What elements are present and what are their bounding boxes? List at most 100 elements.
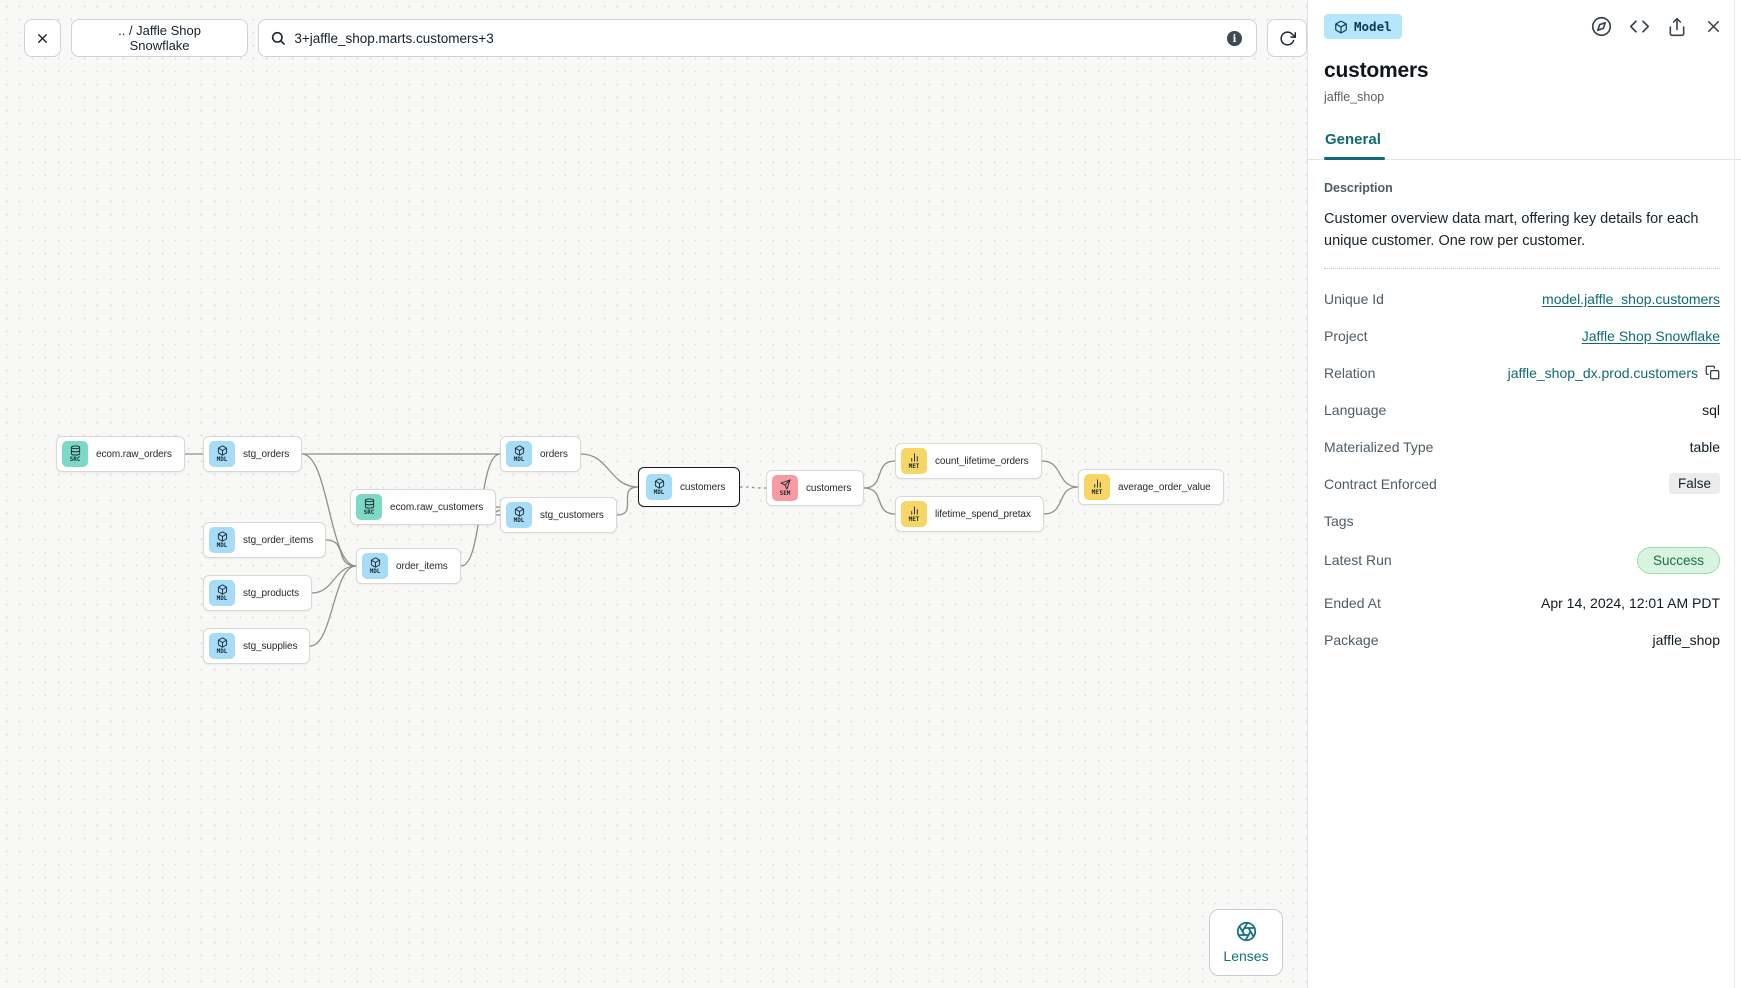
field-value-ended-at: Apr 14, 2024, 12:01 AM PDT: [1541, 594, 1720, 611]
src-chip: SRC: [62, 441, 88, 467]
dag-node-ecom_raw_customers[interactable]: SRC ecom.raw_customers: [350, 489, 497, 525]
dag-node-stg_products[interactable]: MDL stg_products: [203, 575, 313, 611]
lenses-button[interactable]: Lenses: [1209, 909, 1283, 976]
panel-header: Model: [1308, 0, 1741, 39]
field-label: Package: [1324, 631, 1379, 648]
node-label: customers: [680, 481, 726, 493]
field-label: Contract Enforced: [1324, 475, 1437, 492]
panel-tabs: General: [1308, 131, 1741, 160]
chip-kind-label: SRC: [363, 509, 375, 516]
share-button[interactable]: [1667, 17, 1687, 37]
field-label: Latest Run: [1324, 552, 1392, 568]
model-cube-icon: [1335, 20, 1347, 33]
metric-chart-icon: [910, 453, 918, 462]
copy-button[interactable]: [1705, 365, 1720, 380]
field-row-relation: Relation jaffle_shop_dx.prod.customers: [1324, 362, 1720, 384]
mdl-chip: MDL: [646, 474, 672, 500]
node-label: stg_products: [243, 587, 300, 599]
chip-kind-label: MDL: [653, 489, 665, 496]
field-value-contract-enforced: False: [1668, 473, 1720, 494]
field-value-unique-id[interactable]: model.jaffle_shop.customers: [1542, 290, 1720, 307]
model-cube-icon: [514, 506, 524, 517]
dag-node-average_order_value[interactable]: MET average_order_value: [1078, 469, 1224, 505]
field-value-relation[interactable]: jaffle_shop_dx.prod.customers: [1507, 364, 1698, 381]
close-lineage-button[interactable]: [24, 19, 61, 57]
node-label: orders: [540, 448, 568, 460]
met-chip: MET: [901, 448, 927, 474]
lineage-selector-input[interactable]: [294, 30, 1218, 46]
field-label: Materialized Type: [1324, 438, 1434, 455]
chip-kind-label: MDL: [216, 595, 228, 602]
field-value-project[interactable]: Jaffle Shop Snowflake: [1581, 327, 1720, 344]
model-cube-icon: [514, 445, 524, 456]
code-icon: [1629, 20, 1650, 33]
info-icon[interactable]: i: [1225, 29, 1244, 48]
field-row-package: Package jaffle_shop: [1324, 629, 1720, 651]
explore-button[interactable]: [1591, 16, 1612, 37]
dag-node-orders[interactable]: MDL orders: [500, 436, 581, 472]
node-label: customers: [806, 482, 852, 494]
copy-icon: [1705, 365, 1720, 380]
model-details-panel: Model customers jaffle_shop General: [1307, 0, 1741, 988]
dag-node-customers[interactable]: MDL customers: [638, 467, 741, 507]
model-cube-icon: [217, 637, 227, 648]
dag-node-stg_orders[interactable]: MDL stg_orders: [203, 436, 303, 472]
node-label: average_order_value: [1118, 481, 1211, 493]
mdl-chip: MDL: [506, 441, 532, 467]
database-icon: [70, 445, 80, 456]
node-label: stg_orders: [243, 448, 290, 460]
chip-kind-label: MDL: [216, 456, 228, 463]
dag-node-stg_order_items[interactable]: MDL stg_order_items: [203, 522, 327, 558]
close-panel-button[interactable]: [1704, 17, 1723, 36]
node-label: stg_customers: [540, 509, 604, 521]
lineage-search: i: [258, 19, 1258, 57]
description-label: Description: [1324, 181, 1393, 195]
model-title: customers: [1324, 59, 1429, 82]
mdl-chip: MDL: [209, 633, 235, 659]
field-label: Tags: [1324, 512, 1354, 529]
field-value-package: jaffle_shop: [1652, 631, 1720, 648]
node-label: order_items: [396, 560, 448, 572]
mdl-chip: MDL: [209, 527, 235, 553]
refresh-button[interactable]: [1267, 19, 1307, 57]
field-label: Ended At: [1324, 594, 1381, 611]
node-label: ecom.raw_customers: [390, 501, 484, 513]
field-row-language: Language sql: [1324, 399, 1720, 421]
resource-type-label: Model: [1354, 19, 1392, 34]
field-label: Language: [1324, 401, 1387, 418]
field-label: Project: [1324, 327, 1368, 344]
dag-node-customers_sem[interactable]: SEM customers: [766, 470, 865, 506]
met-chip: MET: [1084, 474, 1110, 500]
dag-node-count_lifetime_orders[interactable]: MET count_lifetime_orders: [895, 443, 1042, 479]
tab-general[interactable]: General: [1324, 131, 1385, 160]
svg-text:i: i: [1233, 34, 1237, 45]
breadcrumb[interactable]: .. / Jaffle Shop Snowflake: [70, 19, 249, 57]
divider: [1324, 267, 1720, 269]
field-value-language: sql: [1702, 401, 1720, 418]
model-cube-icon: [217, 584, 227, 595]
chip-kind-label: MDL: [216, 648, 228, 655]
view-code-button[interactable]: [1629, 16, 1650, 37]
chip-kind-label: MET: [908, 516, 920, 523]
node-label: stg_order_items: [243, 534, 314, 546]
search-icon: [272, 31, 286, 45]
chip-kind-label: MET: [1091, 489, 1103, 496]
dag-node-stg_supplies[interactable]: MDL stg_supplies: [203, 628, 311, 664]
node-label: count_lifetime_orders: [935, 455, 1029, 467]
met-chip: MET: [901, 501, 927, 527]
lenses-label: Lenses: [1223, 948, 1269, 964]
chip-kind-label: SEM: [779, 490, 791, 497]
node-label: stg_supplies: [243, 640, 298, 652]
panel-body: Description Customer overview data mart,…: [1308, 160, 1741, 651]
metric-chart-icon: [1093, 479, 1101, 488]
field-label: Relation: [1324, 364, 1376, 381]
